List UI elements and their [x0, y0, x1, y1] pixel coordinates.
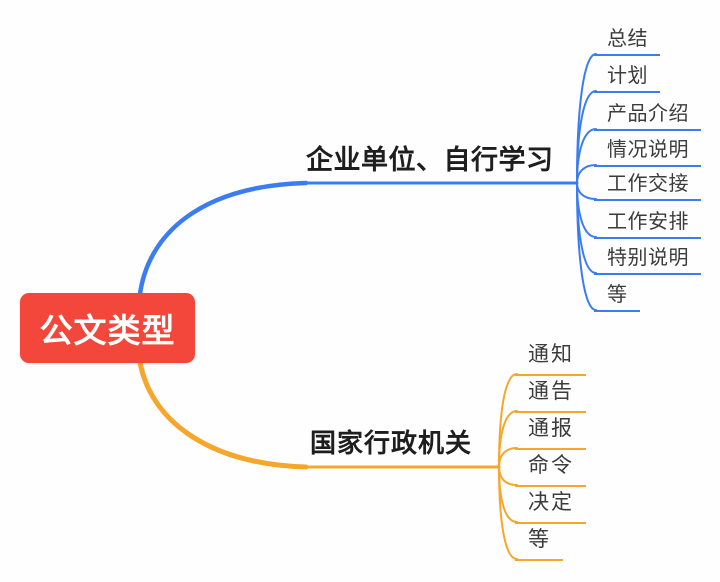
- root-node-label: 公文类型: [39, 312, 176, 349]
- branch2-curve: [137, 359, 309, 470]
- leaf-node[interactable]: 情况说明: [594, 137, 701, 167]
- branch1-curve: [137, 180, 309, 297]
- child-connector: [498, 466, 518, 560]
- leaf-node[interactable]: 特别说明: [594, 245, 701, 275]
- leaf-node[interactable]: 工作安排: [594, 209, 701, 239]
- leaf-node[interactable]: 总结: [594, 26, 660, 56]
- child-connector: [576, 182, 597, 311]
- leaf-node[interactable]: 产品介绍: [594, 101, 701, 131]
- leaf-node[interactable]: 命令: [515, 453, 586, 487]
- child-connector: [498, 410, 518, 468]
- child-connector: [498, 447, 518, 468]
- branch-node-government[interactable]: 国家行政机关: [310, 428, 473, 458]
- leaf-node[interactable]: 工作交接: [594, 171, 701, 201]
- leaf-node[interactable]: 通告: [515, 379, 586, 413]
- child-connector: [576, 164, 597, 184]
- leaf-node[interactable]: 通知: [515, 342, 586, 376]
- leaf-node[interactable]: 等: [594, 282, 640, 312]
- branch-node-enterprise[interactable]: 企业单位、自行学习: [306, 145, 554, 175]
- child-connector: [576, 128, 597, 184]
- leaf-node[interactable]: 决定: [515, 490, 586, 524]
- leaf-node[interactable]: 通报: [515, 416, 586, 450]
- leaf-node[interactable]: 计划: [594, 63, 660, 93]
- leaf-node[interactable]: 等: [515, 527, 563, 561]
- root-node[interactable]: 公文类型: [20, 293, 195, 363]
